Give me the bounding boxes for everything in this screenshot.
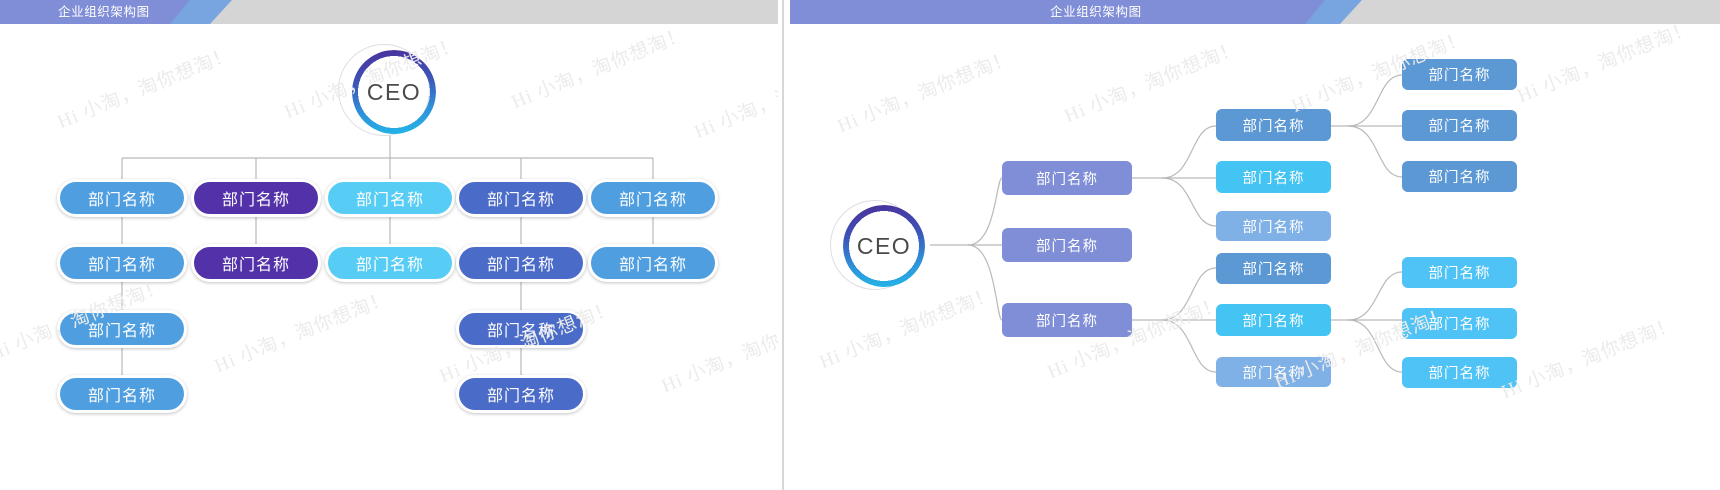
node-r1c5[interactable]: 部门名称	[588, 179, 718, 217]
node-l3-bot-2[interactable]: 部门名称	[1402, 308, 1517, 339]
slide-right-title: 企业组织架构图	[1050, 5, 1142, 19]
node-l2-bot-2[interactable]: 部门名称	[1216, 304, 1331, 336]
header-band-front	[790, 0, 1325, 24]
slide-left-title: 企业组织架构图	[58, 5, 150, 19]
node-l2-top-1[interactable]: 部门名称	[1216, 109, 1331, 141]
node-r1c3[interactable]: 部门名称	[325, 179, 455, 217]
node-l3-top-3[interactable]: 部门名称	[1402, 161, 1517, 192]
node-r1c1[interactable]: 部门名称	[57, 179, 187, 217]
slide-right-header: 企业组织架构图	[790, 0, 1720, 24]
node-r2c2[interactable]: 部门名称	[191, 244, 321, 282]
node-r4c1[interactable]: 部门名称	[57, 375, 187, 413]
node-r3c1[interactable]: 部门名称	[57, 310, 187, 348]
node-r2c3[interactable]: 部门名称	[325, 244, 455, 282]
node-r4c4[interactable]: 部门名称	[456, 375, 586, 413]
node-l1-2[interactable]: 部门名称	[1002, 228, 1132, 262]
right-connector-lines	[930, 74, 1403, 373]
ceo-gradient-ring	[843, 205, 925, 287]
ceo-node-left[interactable]: CEO	[338, 44, 442, 144]
slide-divider	[782, 0, 784, 490]
ceo-node-right[interactable]: CEO	[830, 200, 934, 300]
node-r3c4[interactable]: 部门名称	[456, 310, 586, 348]
slide-right-org-chart: 企业组织架构图 Hi 小淘，淘你想淘！ Hi 小淘，淘你想淘！ Hi 小淘，淘你…	[790, 0, 1720, 490]
slide-left-header: 企业组织架构图	[0, 0, 778, 24]
node-r2c4[interactable]: 部门名称	[456, 244, 586, 282]
node-l2-top-3[interactable]: 部门名称	[1216, 211, 1331, 241]
node-r2c5[interactable]: 部门名称	[588, 244, 718, 282]
node-l3-bot-1[interactable]: 部门名称	[1402, 257, 1517, 288]
node-l2-top-2[interactable]: 部门名称	[1216, 161, 1331, 193]
node-r1c4[interactable]: 部门名称	[456, 179, 586, 217]
node-l3-bot-3[interactable]: 部门名称	[1402, 357, 1517, 388]
left-connector-lines	[121, 133, 654, 376]
ceo-label: CEO	[856, 232, 912, 259]
node-l3-top-2[interactable]: 部门名称	[1402, 110, 1517, 141]
ceo-label: CEO	[366, 78, 422, 105]
node-l1-1[interactable]: 部门名称	[1002, 161, 1132, 195]
node-l1-3[interactable]: 部门名称	[1002, 303, 1132, 337]
node-l2-bot-3[interactable]: 部门名称	[1216, 357, 1331, 387]
node-l2-bot-1[interactable]: 部门名称	[1216, 253, 1331, 284]
header-band-front	[0, 0, 190, 24]
node-l3-top-1[interactable]: 部门名称	[1402, 59, 1517, 90]
slide-left-org-chart: 企业组织架构图 Hi 小淘，淘你想淘！ Hi 小淘，淘你想淘！ Hi 小淘，淘你…	[0, 0, 778, 490]
ceo-gradient-ring	[352, 50, 436, 134]
node-r1c2[interactable]: 部门名称	[191, 179, 321, 217]
node-r2c1[interactable]: 部门名称	[57, 244, 187, 282]
